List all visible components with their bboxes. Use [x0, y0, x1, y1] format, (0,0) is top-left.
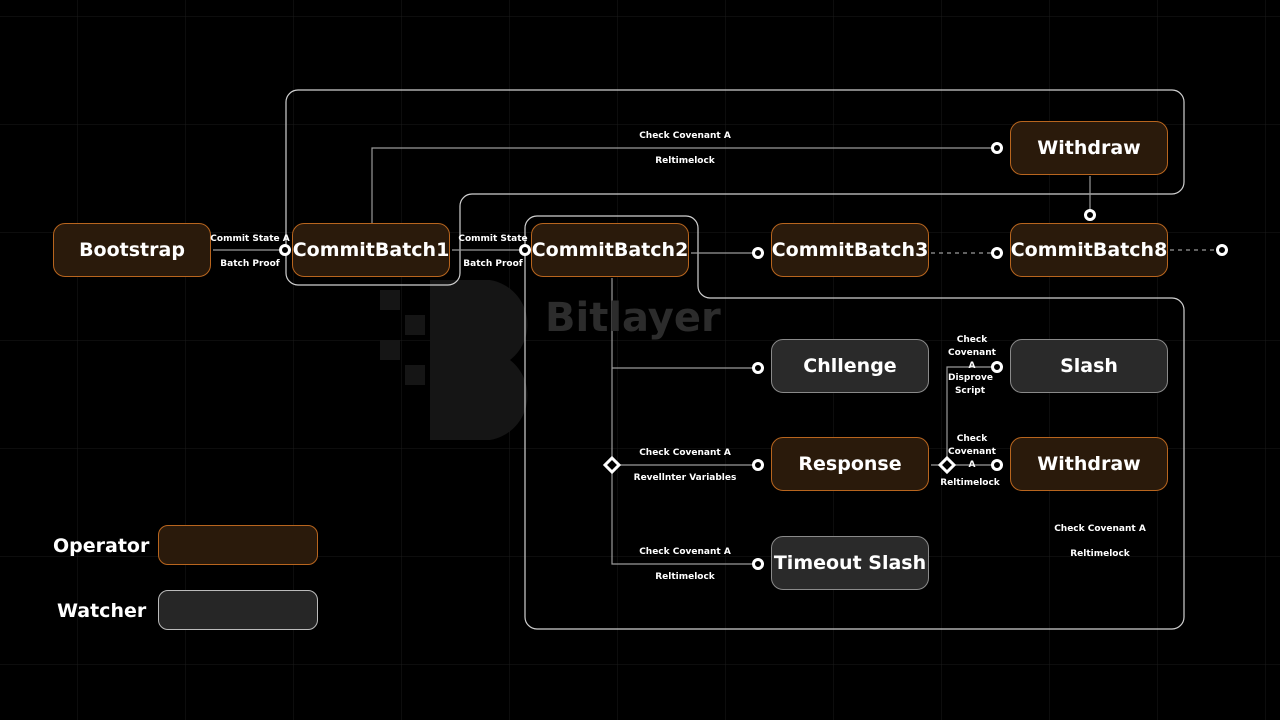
edge-label: Commit State A	[210, 234, 290, 244]
bitlayer-logo	[380, 280, 528, 440]
edge-label: Reltimelock	[655, 156, 715, 166]
legend-watcher-label: Watcher	[57, 600, 147, 622]
node-commit-batch2[interactable]: CommitBatch2	[531, 223, 689, 277]
edge-label: Revellnter Variables	[633, 473, 737, 483]
node-commit-batch8[interactable]: CommitBatch8	[1010, 223, 1168, 277]
edge-label: Batch Proof	[463, 259, 523, 269]
edge-label: Reltimelock	[655, 572, 715, 582]
watermark: Bitlayer	[545, 295, 721, 341]
edge-label: Batch Proof	[220, 259, 280, 269]
node-bootstrap[interactable]: Bootstrap	[53, 223, 211, 277]
legend-watcher-swatch	[158, 590, 318, 630]
edge-label: Check Covenant A	[1054, 524, 1146, 534]
node-withdraw-top[interactable]: Withdraw	[1010, 121, 1168, 175]
edge-label: Disprove Script	[948, 373, 993, 396]
node-slash[interactable]: Slash	[1010, 339, 1168, 393]
edge-label: Check Covenant A	[639, 131, 731, 141]
node-withdraw-bottom[interactable]: Withdraw	[1010, 437, 1168, 491]
edge-label: Reltimelock	[1070, 549, 1130, 559]
legend-operator-label: Operator	[53, 535, 150, 557]
edge-label: Check Covenant A	[639, 547, 731, 557]
node-response[interactable]: Response	[771, 437, 929, 491]
group-outline-2	[524, 215, 1185, 630]
edge-label: Check Covenant A	[639, 448, 731, 458]
edge-label: Check Covenant A	[948, 434, 996, 470]
node-commit-batch1[interactable]: CommitBatch1	[292, 223, 450, 277]
edge-label: Check Covenant A	[948, 335, 996, 371]
edge-label: Commit State	[458, 234, 528, 244]
legend-operator-swatch	[158, 525, 318, 565]
node-timeout-slash[interactable]: Timeout Slash	[771, 536, 929, 590]
edge-label: Reltimelock	[940, 478, 1000, 488]
node-challenge[interactable]: Chllenge	[771, 339, 929, 393]
node-commit-batch3[interactable]: CommitBatch3	[771, 223, 929, 277]
group-outline-1	[285, 89, 1185, 286]
